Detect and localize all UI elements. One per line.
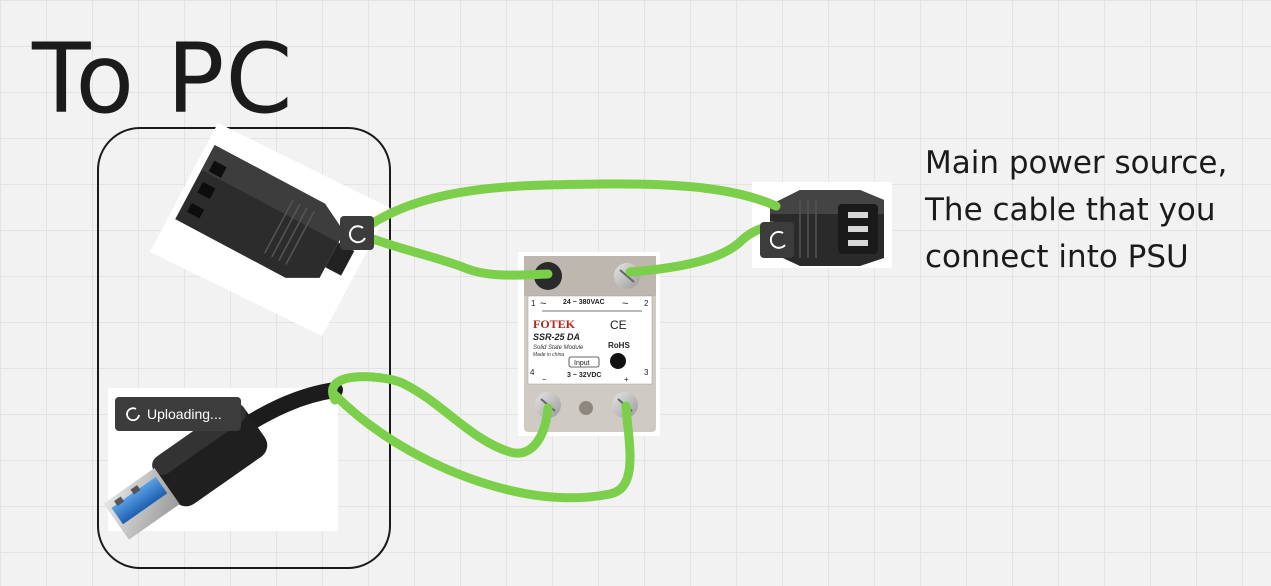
- relay-dc-range: 3 ~ 32VDC: [567, 372, 601, 379]
- relay-pin1: 1: [531, 299, 536, 308]
- power-source-note: Main power source, The cable that you co…: [925, 140, 1265, 281]
- page-title: To PC: [32, 24, 294, 134]
- wire-upper-iec: [370, 184, 776, 225]
- note-line-2: The cable that you: [925, 187, 1265, 234]
- relay-pin3: 3: [644, 368, 649, 377]
- upload-status-toast: Uploading...: [115, 397, 241, 431]
- upload-status-text: Uploading...: [147, 406, 222, 422]
- wire-usb-to-relay-minus: [333, 377, 548, 453]
- relay-subtitle: Solid State Module: [533, 345, 584, 351]
- note-line-1: Main power source,: [925, 140, 1265, 187]
- note-line-3: connect into PSU: [925, 234, 1265, 281]
- relay-plus: +: [624, 375, 629, 384]
- relay-ac-range: 24 ~ 380VAC: [563, 299, 605, 306]
- relay-brand: FOTEK: [533, 317, 576, 331]
- relay-pin4: 4: [530, 368, 535, 377]
- relay-origin: Made in china: [533, 352, 564, 358]
- solid-state-relay-image[interactable]: 1 ~ 24 ~ 380VAC ~ 2 FOTEK CE SSR-25 DA S…: [518, 252, 660, 436]
- relay-minus: −: [542, 375, 547, 384]
- relay-status-led: [610, 353, 626, 369]
- relay-ce-mark: CE: [610, 318, 627, 332]
- relay-pin2: 2: [644, 299, 649, 308]
- relay-input-label: Input: [574, 360, 590, 367]
- relay-rohs: RoHS: [608, 341, 630, 350]
- spinner-icon: [125, 406, 141, 422]
- loader-button-left[interactable]: [340, 216, 374, 250]
- loader-button-right[interactable]: [760, 222, 794, 258]
- relay-tilde-left: ~: [540, 298, 546, 310]
- relay-tilde-right: ~: [622, 298, 628, 310]
- relay-model: SSR-25 DA: [533, 332, 580, 342]
